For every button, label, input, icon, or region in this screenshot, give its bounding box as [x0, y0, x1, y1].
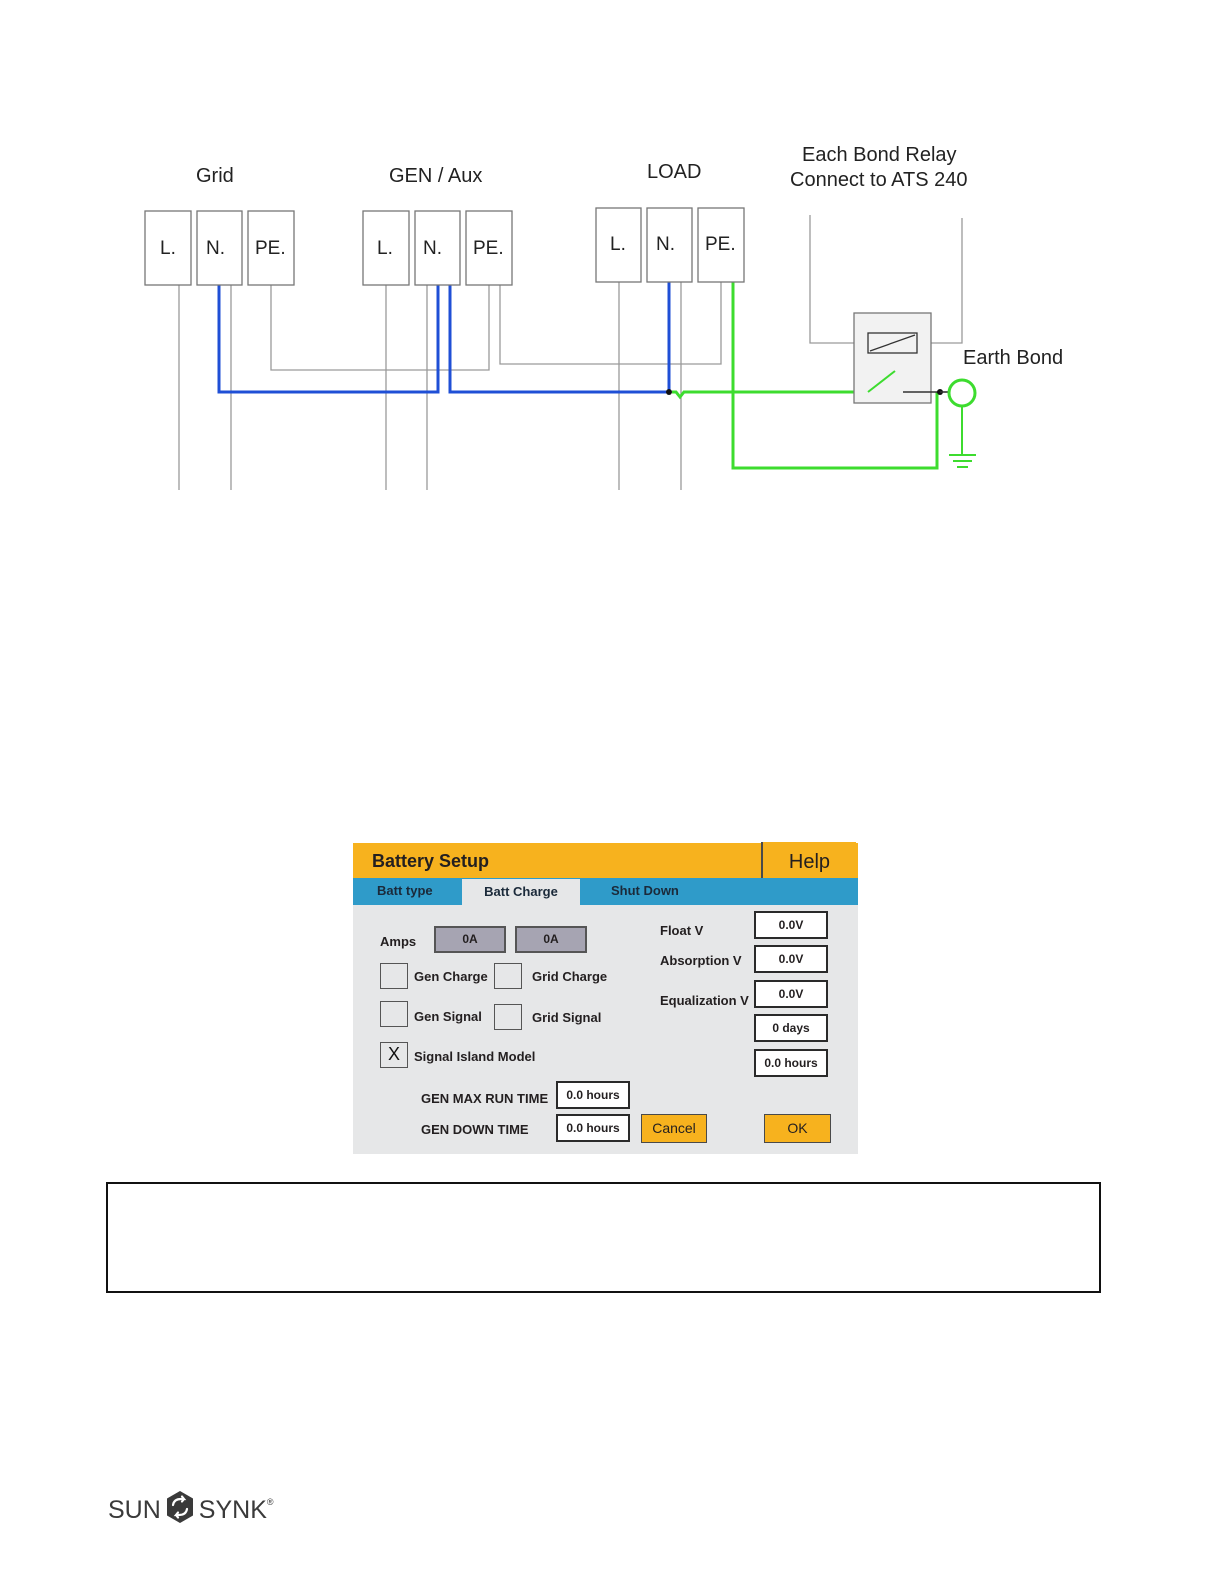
neutral-wires	[217, 282, 671, 394]
gen-max-run-time-label: GEN MAX RUN TIME	[421, 1091, 549, 1106]
note-box	[106, 1182, 1101, 1293]
gen-down-time-label: GEN DOWN TIME	[421, 1122, 529, 1137]
earth-bond-wiring-diagram: Grid GEN / Aux LOAD Each Bond Relay Conn…	[144, 144, 1063, 490]
terminal-boxes	[144, 207, 745, 286]
relay-title-line1: Each Bond Relay	[802, 144, 957, 166]
grid-title: Grid	[196, 165, 234, 187]
earth-symbol-icon	[947, 378, 977, 408]
gen-charge-label: Gen Charge	[414, 969, 488, 984]
logo-text-sun: SUN	[108, 1495, 161, 1524]
equalization-hours-field[interactable]: 0.0 hours	[754, 1049, 828, 1077]
gen-n-label: N.	[423, 238, 442, 259]
sunsynk-arrows-icon	[165, 1490, 195, 1531]
tab-shut-down[interactable]: Shut Down	[611, 883, 679, 898]
ok-button[interactable]: OK	[764, 1114, 831, 1143]
gen-charge-checkbox[interactable]	[380, 963, 408, 989]
absorption-v-field[interactable]: 0.0V	[754, 945, 828, 973]
sunsynk-logo: SUN SYNK ®	[108, 1490, 274, 1530]
absorption-v-label: Absorption V	[660, 953, 742, 968]
logo-text-synk: SYNK	[198, 1495, 267, 1524]
grid-n-label: N.	[206, 238, 225, 259]
bond-relay	[853, 312, 932, 404]
tab-batt-charge[interactable]: Batt Charge	[462, 879, 580, 905]
grid-signal-checkbox[interactable]	[494, 1004, 522, 1030]
signal-island-label: Signal Island Model	[414, 1049, 536, 1064]
registered-mark: ®	[266, 1497, 274, 1507]
ground-icon	[949, 406, 976, 468]
cancel-button[interactable]: Cancel	[641, 1114, 707, 1143]
earth-bond-label: Earth Bond	[963, 347, 1063, 369]
gen-down-time-field[interactable]: 0.0 hours	[556, 1114, 630, 1142]
grid-charge-checkbox[interactable]	[494, 963, 522, 989]
gen-max-run-time-field[interactable]: 0.0 hours	[556, 1081, 630, 1109]
grid-amps-field[interactable]: 0A	[515, 926, 587, 953]
gen-aux-title: GEN / Aux	[389, 165, 482, 187]
amps-label: Amps	[380, 934, 417, 949]
relay-contact	[867, 370, 896, 393]
float-v-field[interactable]: 0.0V	[754, 911, 828, 939]
tab-batt-type[interactable]: Batt type	[377, 883, 433, 898]
equalization-v-field[interactable]: 0.0V	[754, 980, 828, 1008]
float-v-label: Float V	[660, 923, 704, 938]
grid-signal-label: Grid Signal	[532, 1010, 602, 1025]
gen-signal-label: Gen Signal	[414, 1009, 482, 1024]
load-pe-label: PE.	[705, 234, 736, 255]
load-l-label: L.	[610, 234, 626, 255]
grid-charge-label: Grid Charge	[532, 969, 608, 984]
junction-dot	[666, 389, 672, 395]
gen-signal-checkbox[interactable]	[380, 1001, 408, 1027]
help-button[interactable]: Help	[761, 842, 856, 882]
gen-pe-label: PE.	[473, 238, 504, 259]
relay-coil	[867, 332, 918, 354]
grey-wires	[178, 215, 963, 490]
grid-l-label: L.	[160, 238, 176, 259]
load-title: LOAD	[647, 161, 701, 183]
gen-amps-field[interactable]: 0A	[434, 926, 506, 953]
screen-title: Battery Setup	[372, 851, 490, 871]
gen-l-label: L.	[377, 238, 393, 259]
earth-wires	[672, 282, 939, 470]
grid-pe-label: PE.	[255, 238, 286, 259]
load-n-label: N.	[656, 234, 675, 255]
signal-island-checkbox[interactable]: X	[380, 1042, 408, 1068]
battery-setup-screen: Battery Setup Help Batt type Batt Charge…	[353, 842, 858, 1154]
relay-title-line2: Connect to ATS 240	[790, 169, 968, 191]
equalization-days-field[interactable]: 0 days	[754, 1014, 828, 1042]
equalization-v-label: Equalization V	[660, 993, 749, 1008]
tab-bar: Batt type Batt Charge Shut Down	[353, 878, 858, 905]
